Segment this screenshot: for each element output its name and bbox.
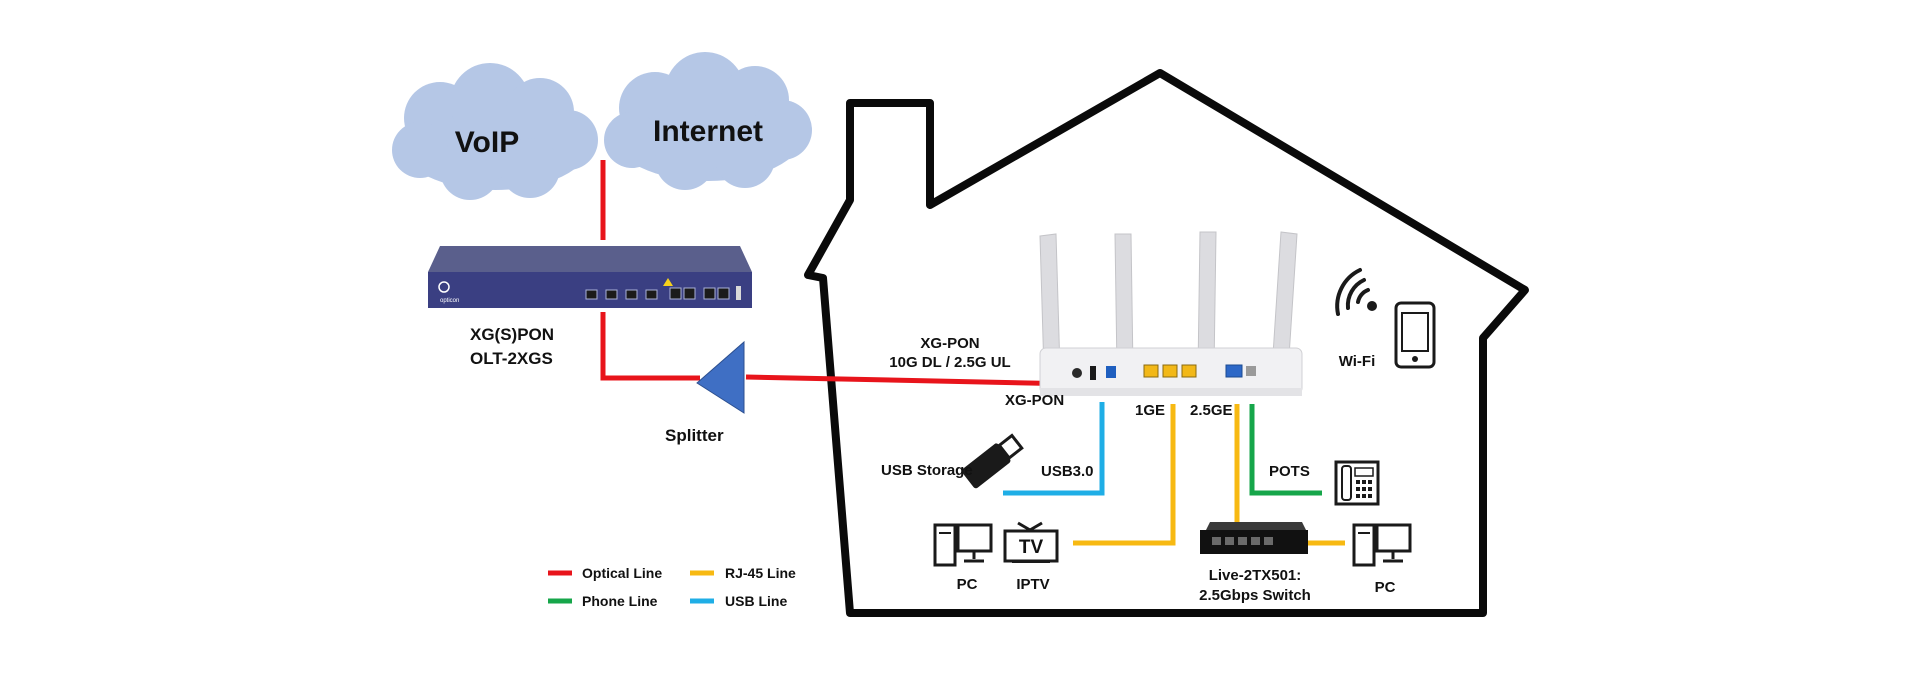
olt-model-line1: XG(S)PON [470, 325, 554, 344]
internet-cloud: Internet [604, 52, 812, 190]
optical-lines [600, 160, 1079, 387]
olt-model-line2: OLT-2XGS [470, 349, 553, 368]
port-label-usb: USB3.0 [1041, 463, 1094, 480]
house-outline [804, 69, 1529, 617]
legend-label-usb: USB Line [725, 593, 787, 609]
smartphone-icon [1394, 301, 1436, 369]
legend-label-optical: Optical Line [582, 565, 662, 581]
iptv-label: IPTV [1016, 576, 1049, 593]
pc-right-icon [1352, 523, 1412, 567]
usb-storage-icon [961, 433, 1024, 489]
telephone-icon [1334, 460, 1380, 506]
voip-label: VoIP [455, 126, 519, 159]
switch-label-line2: 2.5Gbps Switch [1199, 587, 1311, 604]
usb-line [1003, 402, 1105, 496]
port-label-1ge: 1GE [1135, 402, 1165, 419]
pc-left-label: PC [957, 576, 978, 593]
splitter-label: Splitter [665, 426, 724, 445]
iptv-icon: TV [1003, 521, 1059, 563]
switch-label-line1: Live-2TX501: [1209, 567, 1302, 584]
wifi-label: Wi-Fi [1339, 353, 1376, 370]
wifi-icon [1335, 268, 1377, 316]
link-label-line2: 10G DL / 2.5G UL [889, 354, 1010, 371]
port-label-2-5ge: 2.5GE [1190, 402, 1233, 419]
voip-cloud: VoIP [392, 63, 598, 200]
legend-label-phone: Phone Line [582, 593, 658, 609]
olt-device: opticon [428, 246, 752, 308]
legend-label-rj45: RJ-45 Line [725, 565, 796, 581]
port-label-xgpon: XG-PON [1005, 392, 1064, 409]
pc-right-label: PC [1375, 579, 1396, 596]
phone-line [1249, 404, 1322, 496]
splitter-icon [696, 340, 745, 414]
rj45-lines [1073, 404, 1345, 546]
internet-label: Internet [653, 115, 763, 148]
port-label-pots: POTS [1269, 463, 1310, 480]
usb-storage-label: USB Storage [881, 462, 973, 479]
legend: Optical Line RJ-45 Line Phone Line USB L… [548, 565, 796, 609]
tv-glyph: TV [1019, 537, 1044, 558]
link-label-line1: XG-PON [920, 335, 979, 352]
svg-text:opticon: opticon [440, 298, 459, 304]
pc-left-icon [933, 523, 993, 567]
switch-device [1200, 522, 1308, 554]
router-device [1039, 231, 1303, 396]
